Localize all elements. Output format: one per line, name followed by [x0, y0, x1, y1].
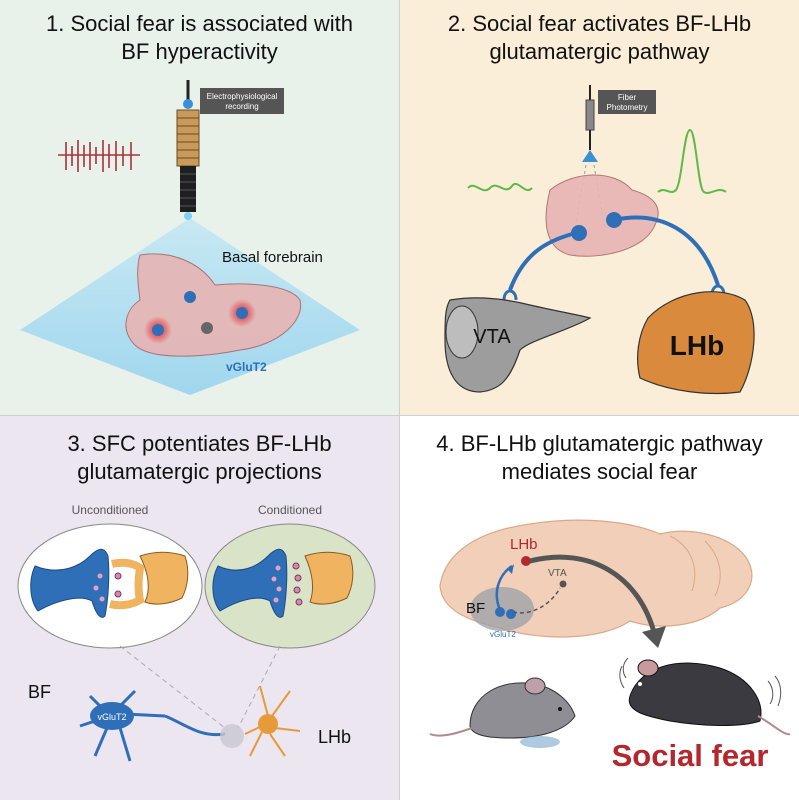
panel-3-title: 3. SFC potentiates BF-LHb glutamatergic …: [0, 430, 399, 486]
panel-1-illustration: Electrophysiological recording Basal for…: [20, 80, 360, 395]
fearful-mouse-icon: [619, 657, 791, 736]
lhb-region: [637, 291, 755, 395]
photometry-label-line1: Fiber: [618, 93, 637, 102]
bf-vta-projection: [508, 230, 580, 291]
panel-4-title-line2: mediates social fear: [501, 459, 698, 484]
social-fear-label: Social fear: [612, 738, 769, 773]
panel-4: 4. BF-LHb glutamatergic pathway mediates…: [400, 416, 799, 800]
panel-4-title: 4. BF-LHb glutamatergic pathway mediates…: [400, 430, 799, 486]
panel-3-title-line2: glutamatergic projections: [77, 459, 322, 484]
recording-label-line2: recording: [225, 102, 258, 111]
recording-label: Electrophysiological recording: [200, 88, 284, 114]
photometry-label: Fiber Photometry: [598, 90, 656, 114]
panel-1: 1. Social fear is associated with BF hyp…: [0, 0, 399, 415]
neuron-dot: [184, 291, 196, 303]
lhb-neuron-label: LHb: [318, 727, 351, 747]
panel-1-title-line2: BF hyperactivity: [121, 39, 278, 64]
panel-4-title-line1: 4. BF-LHb glutamatergic pathway: [436, 431, 763, 456]
panel-3: 3. SFC potentiates BF-LHb glutamatergic …: [0, 416, 399, 800]
electrode-icon: [176, 80, 200, 220]
bf-label: BF: [28, 682, 51, 702]
neuron-dot-gray: [201, 322, 213, 334]
panel-2-title-line2: glutamatergic pathway: [489, 39, 710, 64]
panel-1-title: 1. Social fear is associated with BF hyp…: [0, 10, 399, 66]
conditioned-synapse: [204, 523, 376, 649]
bf-lhb-projection: [613, 215, 720, 286]
basal-forebrain-label: Basal forebrain: [222, 249, 323, 266]
effect-arrow: [529, 554, 658, 637]
peak-trace: [657, 128, 727, 194]
vta-brain-label: VTA: [548, 568, 567, 579]
vertical-divider: [399, 0, 400, 800]
panel-1-title-line1: 1. Social fear is associated with: [46, 11, 353, 36]
vglut2-neuron-label: vGluT2: [97, 712, 126, 722]
unconditioned-label: Unconditioned: [72, 503, 149, 517]
vta-region: [444, 297, 592, 393]
neuron-dot: [236, 307, 248, 319]
vta-label: VTA: [473, 326, 511, 348]
baseline-trace: [467, 183, 533, 192]
lhb-neuron-icon: [244, 685, 301, 757]
panel-2-title-line1: 2. Social fear activates BF-LHb: [447, 11, 752, 36]
conditioned-label: Conditioned: [258, 503, 322, 517]
recording-label-line1: Electrophysiological: [207, 92, 278, 101]
lhb-brain-label: LHb: [510, 536, 538, 553]
neuron-dot: [152, 324, 164, 336]
vglut2-brain-label: vGluT2: [490, 630, 516, 639]
spike-train-icon: [58, 140, 140, 172]
bf-neuron: [571, 225, 587, 241]
unconditioned-synapse: [17, 523, 203, 649]
bf-brain-label: BF: [466, 600, 485, 617]
photometry-label-line2: Photometry: [607, 103, 648, 112]
panel-3-title-line1: 3. SFC potentiates BF-LHb: [67, 431, 332, 456]
bf-neuron: [606, 212, 622, 228]
horizontal-divider: [0, 415, 799, 416]
vglut2-label: vGluT2: [226, 360, 267, 374]
panel-2-illustration: Fiber Photometry VTA LHb: [444, 85, 755, 395]
panel-2-title: 2. Social fear activates BF-LHb glutamat…: [400, 10, 799, 66]
lhb-label: LHb: [670, 330, 724, 361]
calm-mouse-icon: [429, 677, 576, 748]
panel-3-illustration: Unconditioned Conditioned: [17, 503, 376, 762]
panel-4-illustration: LHb VTA BF vGluT2: [429, 519, 791, 773]
panel-2: 2. Social fear activates BF-LHb glutamat…: [400, 0, 799, 415]
